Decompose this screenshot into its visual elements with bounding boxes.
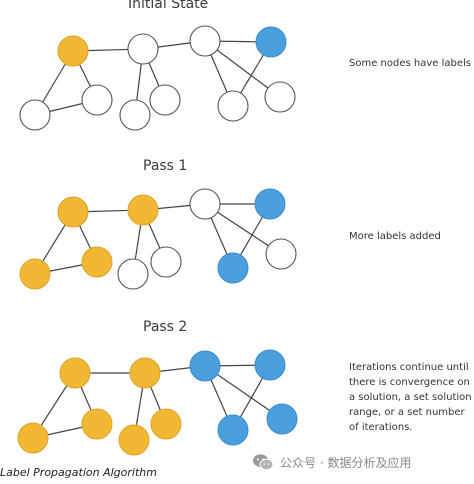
graph-node-unlabeled <box>189 25 221 57</box>
graph-node-yellow <box>81 408 113 440</box>
stage-title-initial-state: Initial State <box>128 0 209 12</box>
graph-edge <box>204 365 283 420</box>
stage-title-pass-1: Pass 1 <box>143 158 188 174</box>
graph-node-yellow <box>59 357 91 389</box>
graph-node-yellow <box>19 258 51 290</box>
graph-node-yellow <box>57 196 89 228</box>
stage-note-line: Iterations continue until <box>349 362 469 373</box>
graph-node-unlabeled <box>117 258 149 290</box>
stage-note-pass-2: Iterations continue until there is conve… <box>349 360 472 435</box>
graph-pass-1 <box>19 188 297 290</box>
graph-node-yellow <box>118 424 150 456</box>
graph-node-yellow <box>127 194 159 226</box>
graph-node-blue <box>217 252 249 284</box>
stage-note-pass-1: More labels added <box>349 229 441 244</box>
stage-note-line: a solution, a set solution <box>349 392 472 403</box>
graph-pass-2 <box>17 349 298 456</box>
graph-node-unlabeled <box>264 81 296 113</box>
figure-caption: Label Propagation Algorithm <box>0 466 157 479</box>
stage-note-line: Some nodes have labels <box>349 58 471 69</box>
graph-node-yellow <box>17 422 49 454</box>
wechat-icon <box>253 454 274 471</box>
graph-edge <box>204 40 281 98</box>
stage-title-pass-2: Pass 2 <box>143 319 188 335</box>
stage-note-initial-state: Some nodes have labels <box>349 56 471 71</box>
graph-node-yellow <box>129 357 161 389</box>
graph-node-unlabeled <box>265 238 297 270</box>
graph-node-blue <box>189 350 221 382</box>
graph-node-blue <box>266 403 298 435</box>
watermark-text: 公众号 · 数据分析及应用 <box>280 455 412 470</box>
graph-node-unlabeled <box>19 99 51 131</box>
graph-node-unlabeled <box>127 33 159 65</box>
graph-node-blue <box>254 349 286 381</box>
graph-node-yellow <box>57 35 89 67</box>
graph-node-yellow <box>81 246 113 278</box>
stage-note-line: More labels added <box>349 231 441 242</box>
graph-node-blue <box>255 26 287 58</box>
graph-node-blue <box>217 414 249 446</box>
stage-note-line: there is convergence on <box>349 377 470 388</box>
graph-node-unlabeled <box>150 246 182 278</box>
graph-node-unlabeled <box>81 84 113 116</box>
graph-node-blue <box>254 188 286 220</box>
graph-initial-state <box>19 25 296 131</box>
graph-node-unlabeled <box>119 99 151 131</box>
graph-node-yellow <box>150 408 182 440</box>
stage-note-line: range, or a set number <box>349 407 465 418</box>
graph-node-unlabeled <box>189 188 221 220</box>
graph-node-unlabeled <box>149 84 181 116</box>
graph-node-unlabeled <box>217 90 249 122</box>
watermark: 公众号 · 数据分析及应用 <box>252 453 411 471</box>
stage-note-line: of iterations. <box>349 422 413 433</box>
